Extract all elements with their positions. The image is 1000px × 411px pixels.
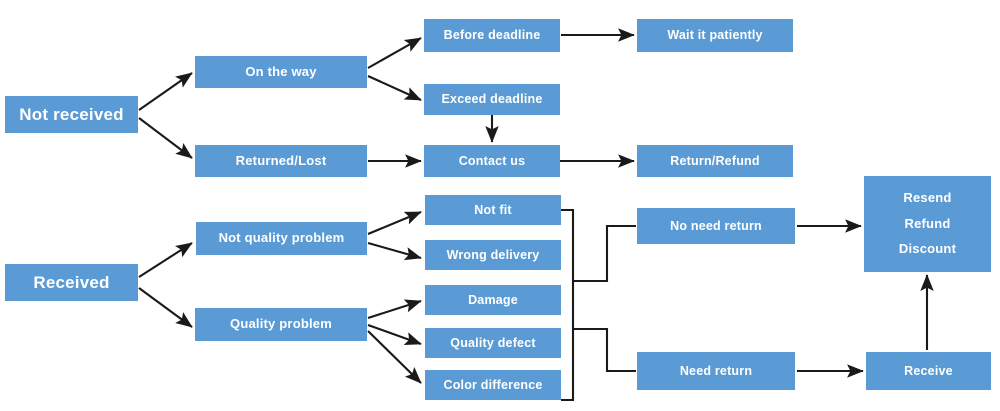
resolution-option-resend: Resend [903, 190, 952, 206]
node-resolution-options[interactable]: Resend Refund Discount [864, 176, 991, 272]
node-no-need-return[interactable]: No need return [637, 208, 795, 244]
edge-bracket-issues [561, 208, 575, 402]
node-receive[interactable]: Receive [866, 352, 991, 390]
edge-quality-colordifference [367, 330, 422, 384]
node-returned-lost[interactable]: Returned/Lost [195, 145, 367, 177]
edge-quality-damage [367, 299, 422, 319]
resolution-option-refund: Refund [904, 215, 951, 231]
edge-received-notquality [138, 242, 193, 278]
node-not-fit[interactable]: Not fit [425, 195, 561, 225]
node-received[interactable]: Received [5, 264, 138, 301]
edge-notreceived-ontheway [138, 72, 193, 111]
edge-received-quality [138, 287, 193, 328]
node-damage[interactable]: Damage [425, 285, 561, 315]
edge-notquality-wrongdelivery [367, 241, 422, 261]
node-not-quality-problem[interactable]: Not quality problem [196, 222, 367, 255]
node-quality-defect[interactable]: Quality defect [425, 328, 561, 358]
node-exceed-deadline[interactable]: Exceed deadline [424, 84, 560, 115]
node-need-return[interactable]: Need return [637, 352, 795, 390]
resolution-option-discount: Discount [898, 240, 957, 256]
node-return-refund[interactable]: Return/Refund [637, 145, 793, 177]
node-not-received[interactable]: Not received [5, 96, 138, 133]
node-color-difference[interactable]: Color difference [425, 370, 561, 400]
node-on-the-way[interactable]: On the way [195, 56, 367, 88]
node-before-deadline[interactable]: Before deadline [424, 19, 560, 52]
node-quality-problem[interactable]: Quality problem [195, 308, 367, 341]
edge-quality-qualitydefect [367, 324, 422, 345]
edge-ontheway-exceeddeadline [367, 75, 422, 101]
node-wrong-delivery[interactable]: Wrong delivery [425, 240, 561, 270]
edge-bracket-lower-to-needreturn [573, 327, 636, 373]
node-wait-it-patiently[interactable]: Wait it patiently [637, 19, 793, 52]
edge-notreceived-returnedlost [138, 117, 193, 159]
node-contact-us[interactable]: Contact us [424, 145, 560, 177]
edge-ontheway-beforedeadline [367, 37, 422, 69]
edge-notquality-notfit [367, 211, 422, 235]
edge-bracket-upper-to-noneedreturn [573, 224, 636, 283]
